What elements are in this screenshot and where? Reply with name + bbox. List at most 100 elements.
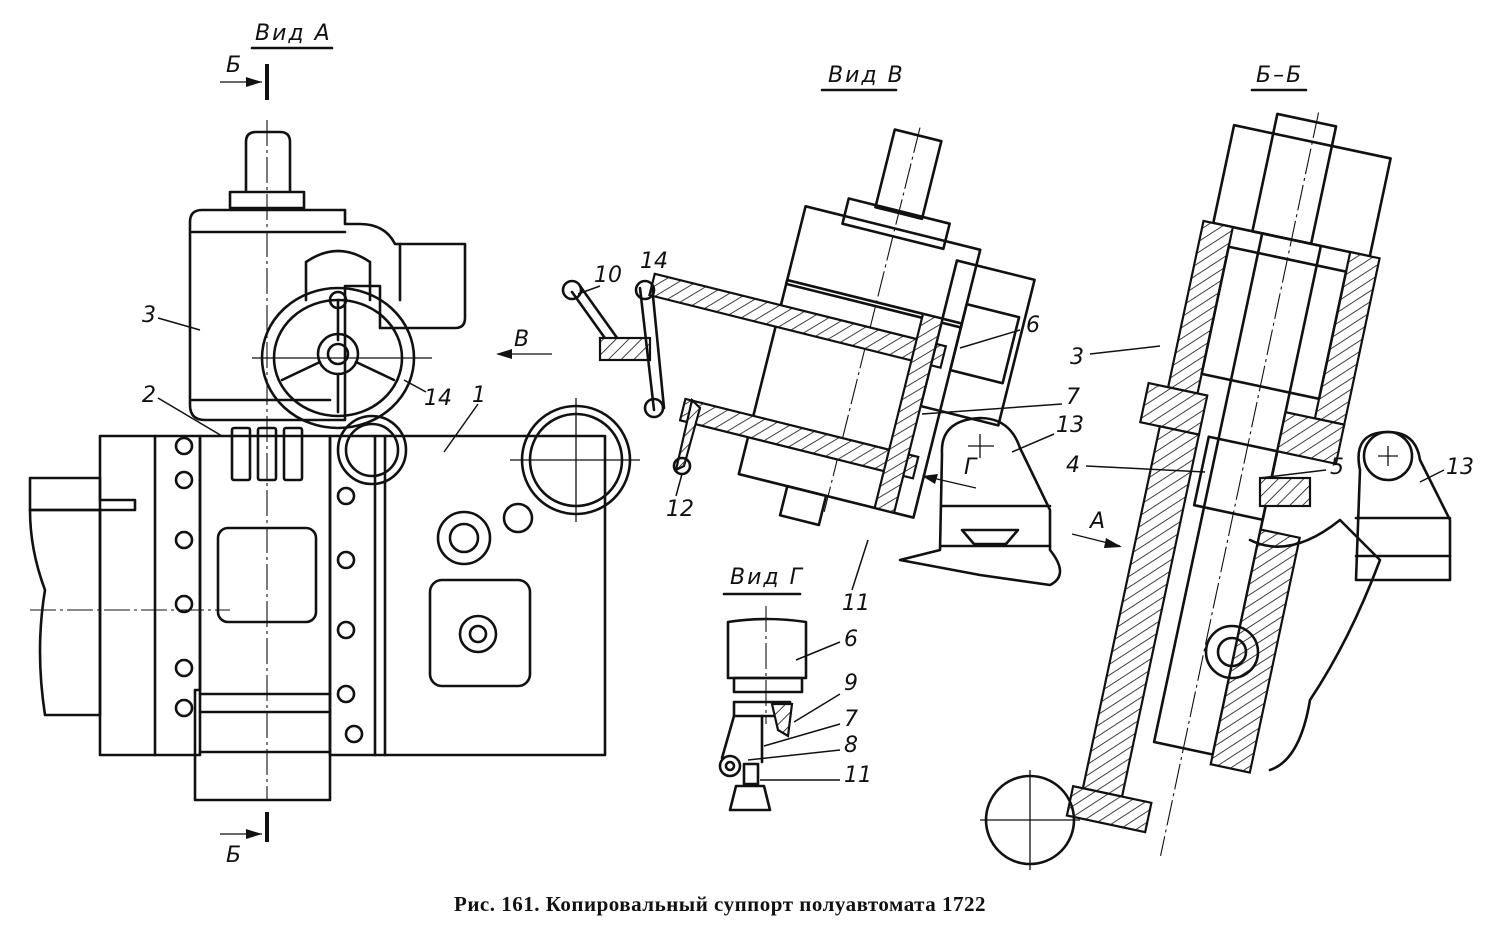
leader-8 (747, 749, 841, 761)
callout-6-v: 6 (1026, 313, 1040, 338)
leader-1 (443, 403, 479, 453)
v-lower-screw-section (678, 397, 920, 480)
section-mark-top: Б (226, 53, 241, 78)
section-mark-bottom: Б (226, 843, 241, 868)
callout-1: 1 (472, 383, 486, 408)
view-v-title: Вид В (828, 63, 905, 88)
leader-3-bb (1089, 345, 1161, 355)
slide-2 (193, 434, 332, 802)
section-bb: Б–Б А (980, 63, 1474, 870)
g-collar (732, 676, 804, 694)
leader-13-bb (1419, 469, 1445, 483)
leader-7-v (921, 403, 1063, 415)
callout-9: 9 (844, 671, 858, 696)
callout-10: 10 (594, 263, 622, 288)
bb-bolt-5 (1258, 476, 1312, 508)
arrow-a-label: А (1088, 509, 1105, 534)
dial-centre (468, 624, 488, 644)
shaft-collar (228, 190, 306, 210)
arrow-g-head (922, 474, 938, 484)
leader-2 (157, 397, 223, 437)
g-copier-6 (726, 617, 808, 680)
lever-10-edge (578, 284, 622, 344)
callout-11-g: 11 (844, 763, 872, 788)
arrow-a-head (1104, 538, 1122, 548)
gear-boss (436, 510, 492, 566)
bb-column-right (1209, 528, 1302, 774)
callout-8: 8 (844, 733, 858, 758)
handwheel-14-top (634, 279, 656, 301)
bb-axis (1160, 112, 1320, 856)
section-arrowhead-top (246, 77, 262, 87)
g-tip (728, 784, 772, 812)
callout-5: 5 (1330, 455, 1344, 480)
view-a-title: Вид А (255, 21, 332, 46)
gear-boss-inner (448, 522, 480, 554)
g-roller-8-centre (724, 760, 736, 772)
bb-shaft-top (1251, 112, 1338, 246)
leader-10 (577, 285, 601, 295)
section-arrowhead-bottom (246, 829, 262, 839)
callout-4: 4 (1066, 453, 1080, 478)
lever-10-knob (561, 279, 583, 301)
left-casting (28, 508, 102, 717)
small-boss (502, 502, 534, 534)
slot-c (282, 426, 304, 482)
callout-14-v: 14 (640, 249, 668, 274)
bb-foot (1065, 784, 1153, 834)
view-g-title: Вид Г (730, 565, 804, 590)
dial (458, 614, 498, 654)
callout-7-g: 7 (844, 707, 858, 732)
leader-13-v (1011, 433, 1055, 453)
bb-template-roller (1362, 430, 1414, 482)
handwheel-12 (674, 397, 702, 473)
v-copier-window (948, 302, 1021, 385)
callout-6-g: 6 (844, 627, 858, 652)
arrow-g-label: Г (964, 455, 978, 480)
callout-12: 12 (666, 497, 694, 522)
leader-6-g (795, 641, 841, 661)
leader-9 (793, 693, 841, 723)
callout-3: 3 (142, 303, 156, 328)
shaft-top (244, 130, 292, 192)
cover-plate (216, 526, 318, 624)
leader-14 (403, 379, 427, 393)
leader-7-g (763, 723, 841, 747)
arrow-v-label: В (514, 327, 529, 352)
bb-housing-left (1166, 219, 1235, 395)
section-bb-title: Б–Б (1256, 63, 1303, 88)
g-roller-8 (718, 754, 742, 778)
roller-small (336, 414, 408, 486)
handwheel-14-bottom (643, 397, 665, 419)
callout-13-bb: 13 (1446, 455, 1474, 480)
leader-5 (1259, 469, 1327, 479)
housing-3 (188, 208, 467, 422)
lever-hub (598, 336, 652, 362)
bb-bearing-inner (1216, 636, 1248, 668)
bolt-holes (174, 436, 364, 744)
dial-plate (428, 578, 532, 688)
v-guide-section (873, 312, 944, 515)
g-key-9 (770, 702, 794, 738)
v-housing (784, 204, 982, 329)
arrow-v-head (496, 349, 512, 359)
callout-7-v: 7 (1066, 385, 1080, 410)
callout-2: 2 (142, 383, 156, 408)
handwheel-14-spoke (638, 284, 666, 412)
bb-casting-outline (1248, 518, 1382, 772)
leader-4 (1085, 465, 1206, 473)
callout-13-v: 13 (1056, 413, 1084, 438)
leader-12 (675, 473, 683, 497)
callout-14: 14 (424, 386, 452, 411)
template-13-slot (960, 528, 1020, 546)
figure-caption: Рис. 161. Копировальный суппорт полуавто… (454, 892, 986, 916)
leader-6-v (959, 329, 1021, 349)
view-v: Вид В Г (561, 63, 1084, 616)
view-a: Вид А Б Б (28, 21, 640, 868)
leader-3 (157, 317, 201, 331)
view-g: Вид Г 6 9 7 8 11 (718, 565, 872, 812)
roller-small-inner (344, 422, 400, 478)
callout-11-v: 11 (842, 591, 870, 616)
leader-11-v (851, 539, 869, 591)
